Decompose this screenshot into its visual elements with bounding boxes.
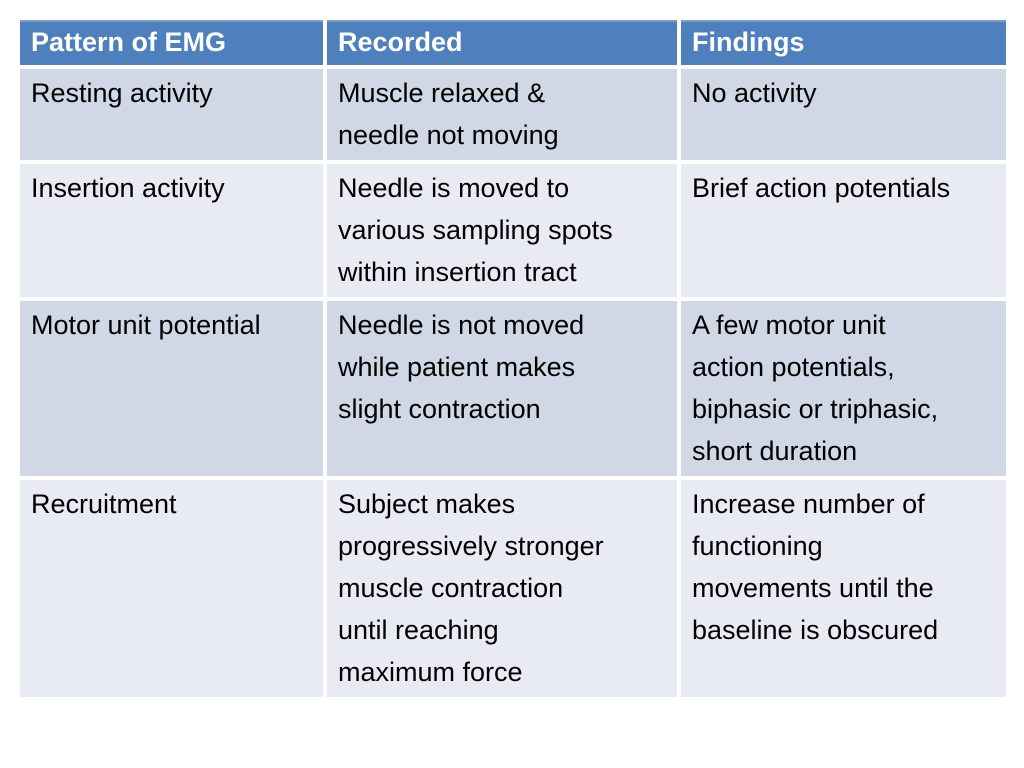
table-cell-pattern: Motor unit potential (16, 297, 327, 480)
table-cell-pattern: Recruitment (16, 476, 327, 701)
table-cell-recorded: Needle is moved to various sampling spot… (323, 160, 681, 301)
table-cell-findings: No activity (677, 65, 1010, 164)
emg-patterns-table: Pattern of EMG Recorded Findings Resting… (16, 16, 1010, 701)
table-row-recruitment: Recruitment Subject makes progressively … (16, 476, 1010, 701)
column-header-recorded: Recorded (323, 16, 681, 69)
column-header-findings: Findings (677, 16, 1010, 69)
table-row-resting-activity: Resting activity Muscle relaxed & needle… (16, 65, 1010, 164)
table-row-motor-unit-potential: Motor unit potential Needle is not moved… (16, 297, 1010, 480)
table-cell-findings: Increase number of functioning movements… (677, 476, 1010, 701)
table-row-insertion-activity: Insertion activity Needle is moved to va… (16, 160, 1010, 301)
table-cell-findings: A few motor unit action potentials, biph… (677, 297, 1010, 480)
table-cell-findings: Brief action potentials (677, 160, 1010, 301)
table-header-row: Pattern of EMG Recorded Findings (16, 16, 1010, 69)
table-cell-recorded: Subject makes progressively stronger mus… (323, 476, 681, 701)
table-cell-pattern: Resting activity (16, 65, 327, 164)
column-header-pattern-of-emg: Pattern of EMG (16, 16, 327, 69)
table-cell-recorded: Needle is not moved while patient makes … (323, 297, 681, 480)
table-cell-recorded: Muscle relaxed & needle not moving (323, 65, 681, 164)
table-cell-pattern: Insertion activity (16, 160, 327, 301)
